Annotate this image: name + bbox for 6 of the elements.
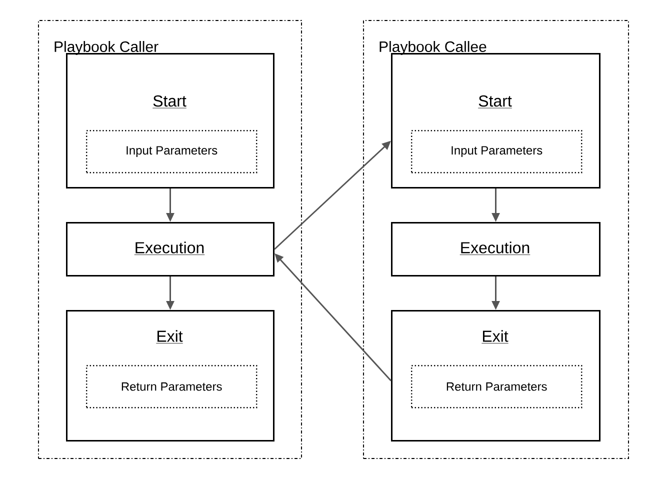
parameter-box: Input Parameters <box>411 130 582 174</box>
parameter-box: Input Parameters <box>86 130 258 174</box>
process-box: Execution <box>391 222 600 276</box>
parameter-box: Return Parameters <box>86 365 258 408</box>
process-box: Execution <box>66 222 274 276</box>
parameter-box: Return Parameters <box>411 365 582 408</box>
